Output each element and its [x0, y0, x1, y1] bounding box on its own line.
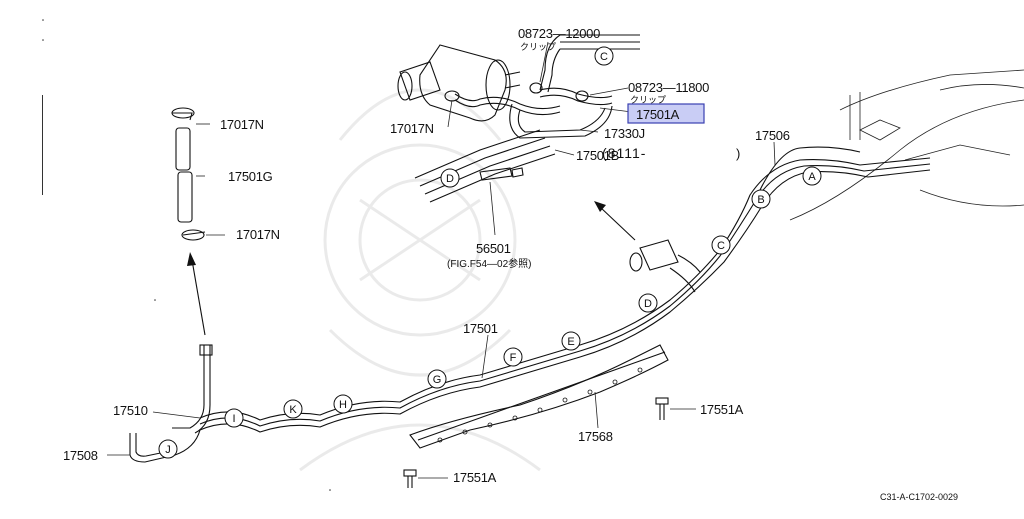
label-17551A-right: 17551A: [700, 402, 744, 417]
inset-clip-markers: C D: [440, 46, 614, 188]
clip-label-d: D: [644, 298, 652, 310]
diagram-code: C31-A-C1702-0029: [880, 492, 958, 502]
left-hose-assembly: [171, 107, 213, 434]
samurai-crest-watermark: [299, 88, 541, 472]
label-17017N-inset: 17017N: [390, 121, 434, 136]
clip-label-c: C: [717, 240, 725, 252]
label-56501: 56501: [476, 241, 511, 256]
clip-label-b: B: [757, 194, 764, 206]
label-17017N-upper: 17017N: [220, 117, 264, 132]
label-08723-12000-sub: クリップ: [520, 42, 556, 52]
clip-label-j: J: [165, 444, 171, 456]
clip-markers: A B C D E F G H K I J: [158, 166, 822, 459]
label-17501: 17501: [463, 321, 498, 336]
label-17510: 17510: [113, 403, 148, 418]
clip-label-c-top: C: [600, 51, 608, 63]
clip-label-h: H: [339, 399, 347, 411]
inset-assembly: [397, 34, 640, 203]
label-17506: 17506: [755, 128, 790, 143]
arrow-to-inset: [594, 201, 636, 241]
engine-bay-outline: [789, 69, 1024, 221]
label-17017N-lower: 17017N: [236, 227, 280, 242]
label-bracket-close: ): [736, 146, 740, 161]
canister-small: [629, 239, 701, 293]
protector-plate: [409, 344, 669, 449]
label-17551A-bottom: 17551A: [453, 470, 497, 485]
label-17501A[interactable]: 17501A: [636, 107, 680, 122]
label-17501G: 17501G: [228, 169, 273, 184]
pipe-17508: [129, 429, 201, 463]
label-56501-ref: (FIG.F54—02参照): [447, 257, 531, 270]
label-17501B: 17501B: [576, 148, 619, 163]
label-17508: 17508: [63, 448, 98, 463]
clip-label-k: K: [289, 404, 297, 416]
stray-marks: [42, 19, 331, 491]
clip-label-f: F: [510, 352, 517, 364]
bolt-bottom: [403, 469, 448, 488]
bolt-right: [655, 397, 696, 420]
label-bracket-partial: (8111-: [602, 145, 646, 161]
highlight-17501A: [627, 103, 705, 124]
label-08723-12000: 08723—12000: [518, 26, 600, 41]
clip-label-i: I: [232, 413, 235, 425]
label-17330J: 17330J: [604, 126, 645, 141]
clip-label-e: E: [567, 336, 574, 348]
clip-label-d-top: D: [446, 173, 454, 185]
clip-label-g: G: [433, 374, 442, 386]
clip-label-a: A: [808, 171, 816, 183]
label-17568: 17568: [578, 429, 613, 444]
main-leaders: [107, 123, 776, 456]
label-08723-11800: 08723—11800: [628, 80, 709, 95]
label-08723-11800-sub: クリップ: [630, 95, 666, 105]
